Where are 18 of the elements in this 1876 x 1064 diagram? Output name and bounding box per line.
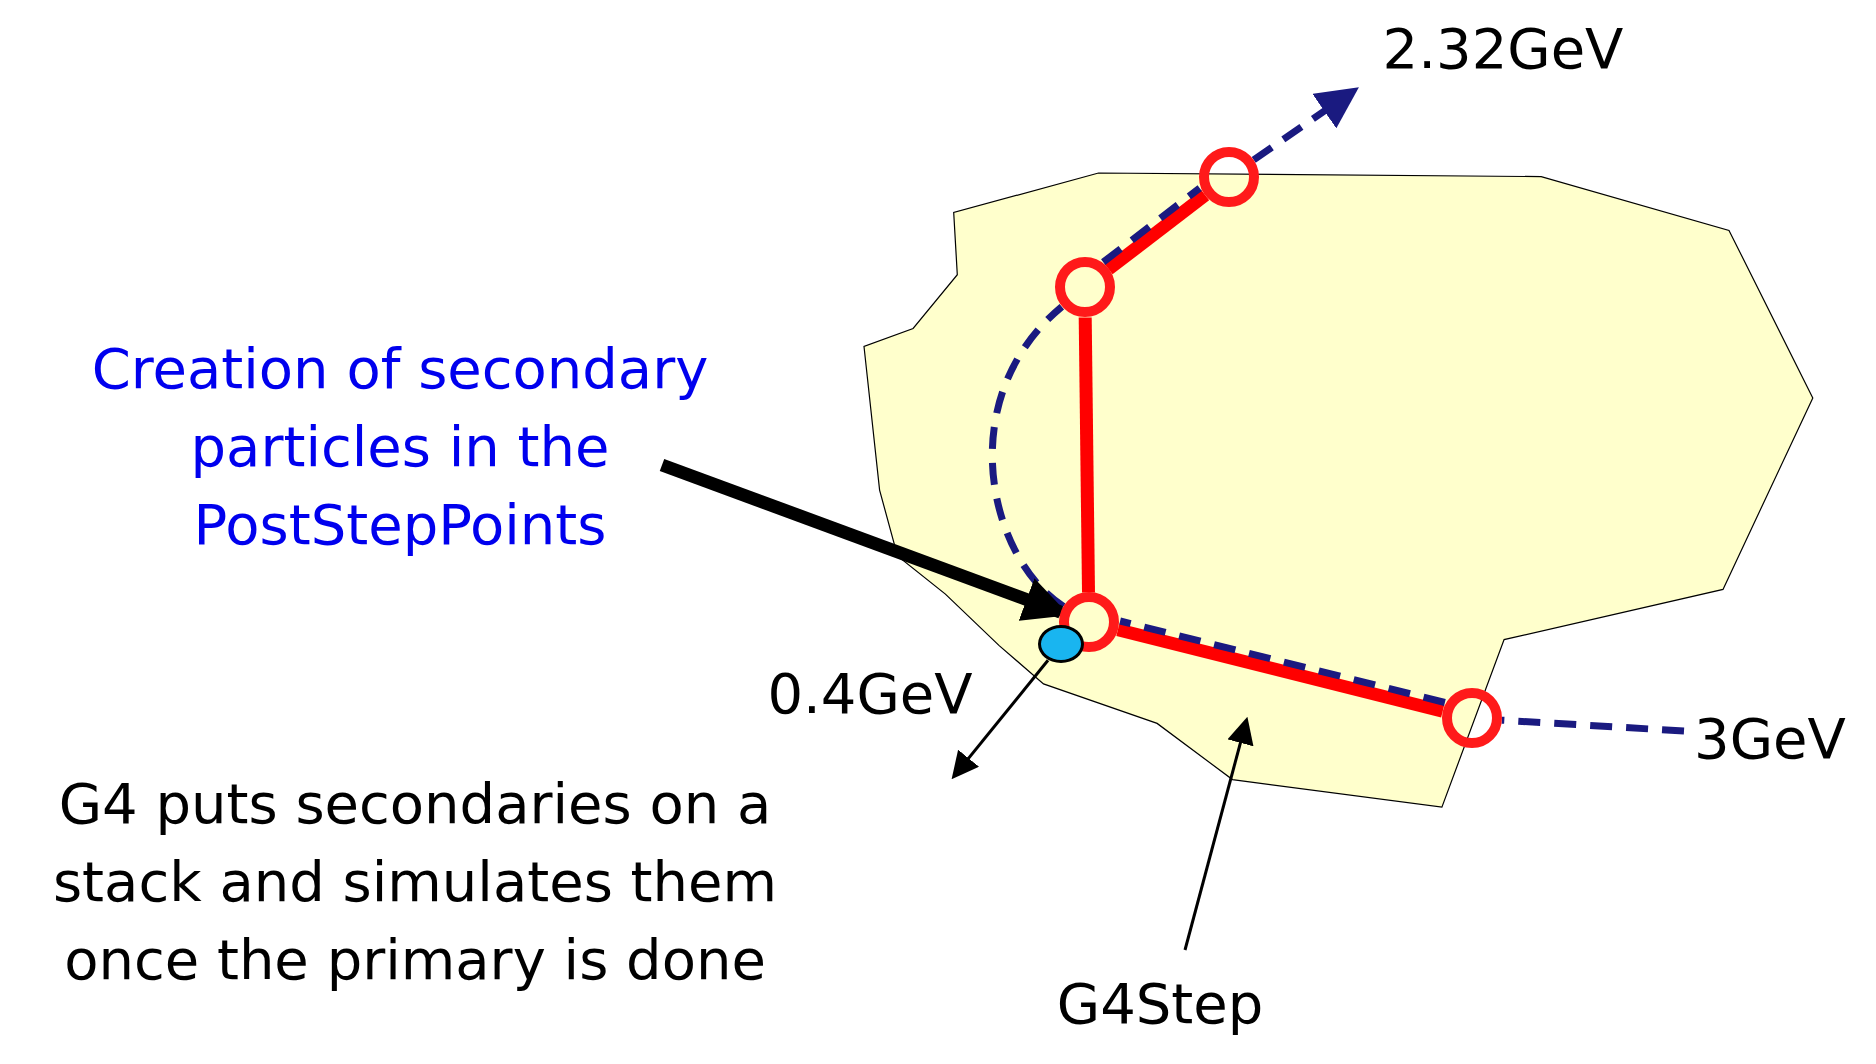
step-label: G4Step [1055,970,1265,1038]
particle-track [1119,617,1446,706]
note-text: G4 puts secondaries on a stack and simulates them once the primary is done [51,770,779,994]
energy-label: 0.4GeV [766,660,974,728]
step-point-ring [1054,257,1115,318]
arrow [951,659,1050,780]
step-point-ring [1441,688,1502,749]
step-point-ring [1199,147,1259,207]
particle-track [1101,185,1202,265]
energy-label: 2.32GeV [1381,15,1625,83]
step-segment [1104,190,1210,275]
arrow [1183,716,1254,951]
annotation-text: Creation of secondary particles in the PostStepPoints [90,335,710,559]
step-segment [1116,623,1445,718]
particle-track [1501,716,1685,735]
particle-track-arrow [1251,87,1359,163]
energy-label: 3GeV [1693,705,1847,773]
step-segment [1078,317,1095,593]
